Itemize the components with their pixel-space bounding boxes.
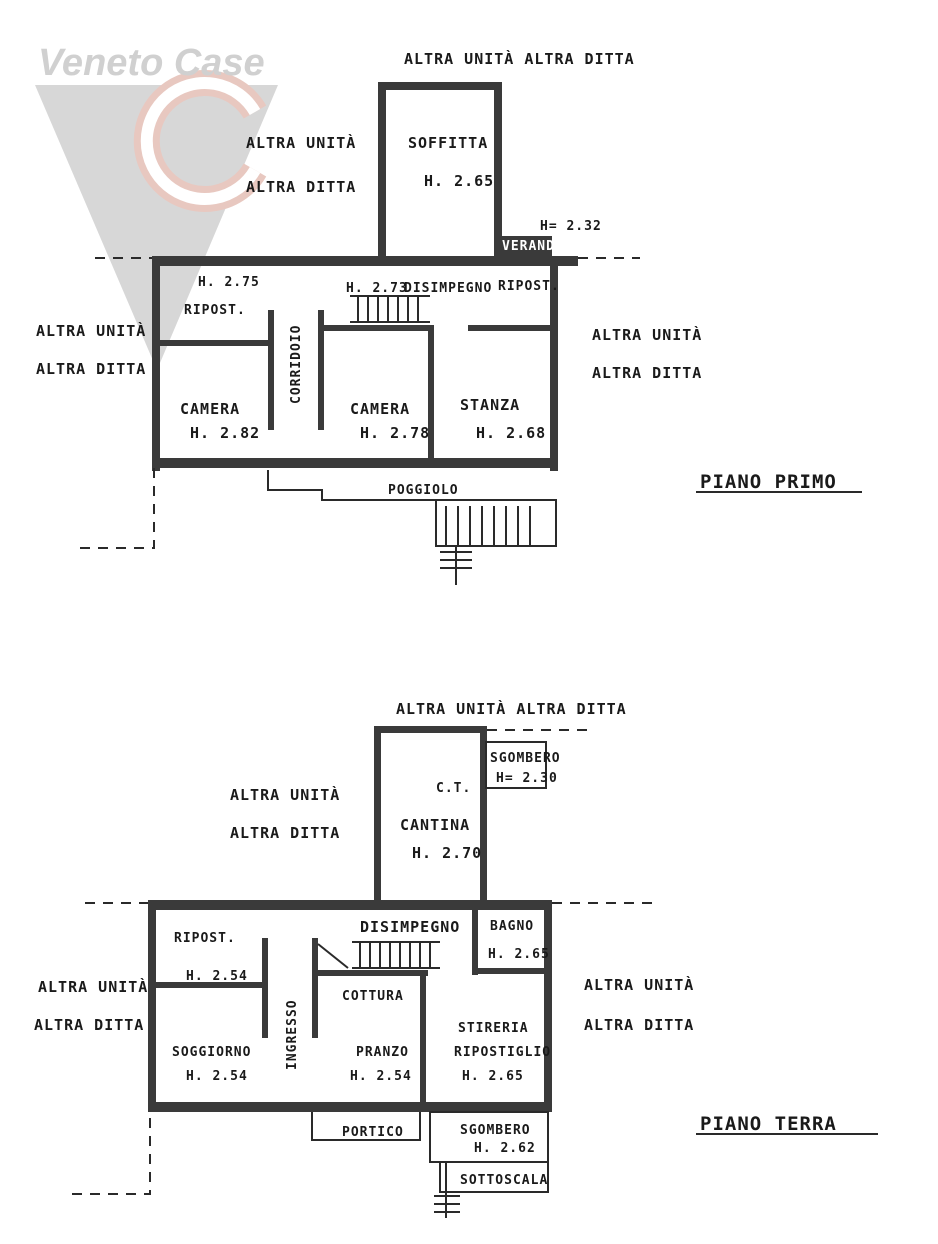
room-label-cantina: CANTINA	[400, 816, 470, 834]
primo-neighbor-upper-left-1: ALTRA UNITÀ	[246, 133, 356, 152]
terra-neighbor-upper-left-1: ALTRA UNITÀ	[230, 785, 340, 804]
piano-primo-plan	[80, 82, 862, 585]
piano-terra-labels: ALTRA UNITÀ ALTRA DITTA ALTRA UNITÀ ALTR…	[34, 699, 837, 1188]
terra-neighbor-right-2: ALTRA DITTA	[584, 1016, 694, 1034]
primo-neighbor-left-1: ALTRA UNITÀ	[36, 321, 146, 340]
room-label-pranzo: PRANZO	[356, 1045, 409, 1060]
room-label-camera-2: CAMERA	[350, 400, 410, 418]
room-label-veranda: VERANDA	[502, 239, 564, 254]
room-height-soggiorno: H. 2.54	[186, 1069, 248, 1084]
veneto-case-logo: Veneto Case	[35, 42, 278, 370]
terra-neighbor-left-1: ALTRA UNITÀ	[38, 977, 148, 996]
room-height-camera-1: H. 2.82	[190, 424, 260, 442]
room-label-sgombero-top: SGOMBERO	[490, 751, 561, 766]
room-label-stanza: STANZA	[460, 396, 520, 414]
room-height-disimpegno: H. 2.73	[346, 281, 408, 296]
primo-neighbor-right-1: ALTRA UNITÀ	[592, 325, 702, 344]
room-label-corridoio: CORRIDOIO	[289, 325, 304, 404]
room-label-disimpegno-terra: DISIMPEGNO	[360, 918, 460, 936]
room-label-sottoscala: SOTTOSCALA	[460, 1173, 548, 1188]
room-label-soggiorno: SOGGIORNO	[172, 1045, 251, 1060]
primo-neighbor-left-2: ALTRA DITTA	[36, 360, 146, 378]
floor-title-primo: PIANO PRIMO	[700, 471, 837, 493]
room-height-cantina: H. 2.70	[412, 844, 482, 862]
room-label-disimpegno: DISIMPEGNO	[404, 281, 492, 296]
room-label-sgombero-bottom: SGOMBERO	[460, 1123, 531, 1138]
piano-primo-labels: ALTRA UNITÀ ALTRA DITTA ALTRA UNITÀ ALTR…	[36, 49, 837, 498]
room-label-ripost-left: RIPOST.	[184, 303, 246, 318]
primo-neighbor-top: ALTRA UNITÀ ALTRA DITTA	[404, 49, 635, 68]
terra-neighbor-left-2: ALTRA DITTA	[34, 1016, 144, 1034]
room-label-soffitta: SOFFITTA	[408, 134, 488, 152]
room-height-ripost-terra: H. 2.54	[186, 969, 248, 984]
terra-neighbor-top: ALTRA UNITÀ ALTRA DITTA	[396, 699, 627, 718]
logo-text: Veneto Case	[38, 42, 265, 84]
terra-neighbor-upper-left-2: ALTRA DITTA	[230, 824, 340, 842]
room-label-ripost-right: RIPOST.	[498, 279, 560, 294]
terra-neighbor-right-1: ALTRA UNITÀ	[584, 975, 694, 994]
room-label-bagno: BAGNO	[490, 919, 534, 934]
room-height-ripost-left: H. 2.75	[198, 275, 260, 290]
room-label-cottura: COTTURA	[342, 989, 404, 1004]
room-height-stanza: H. 2.68	[476, 424, 546, 442]
room-label-camera-1: CAMERA	[180, 400, 240, 418]
room-label-ct: C.T.	[436, 781, 471, 796]
room-label-ripost-terra: RIPOST.	[174, 931, 236, 946]
room-height-sgombero-top: H= 2.30	[496, 771, 558, 786]
room-label-ripostiglio: RIPOSTIGLIO	[454, 1045, 551, 1060]
room-height-pranzo: H. 2.54	[350, 1069, 412, 1084]
room-height-bagno: H. 2.65	[488, 947, 550, 962]
room-height-stireria: H. 2.65	[462, 1069, 524, 1084]
room-height-veranda: H= 2.32	[540, 219, 602, 234]
room-height-camera-2: H. 2.78	[360, 424, 430, 442]
room-label-ingresso: INGRESSO	[285, 999, 300, 1070]
room-height-sgombero-bottom: H. 2.62	[474, 1141, 536, 1156]
primo-neighbor-right-2: ALTRA DITTA	[592, 364, 702, 382]
floor-title-terra: PIANO TERRA	[700, 1113, 837, 1135]
room-label-stireria: STIRERIA	[458, 1021, 529, 1036]
room-height-soffitta: H. 2.65	[424, 172, 494, 190]
room-label-poggiolo: POGGIOLO	[388, 483, 459, 498]
room-label-portico: PORTICO	[342, 1125, 404, 1140]
piano-terra-plan	[72, 726, 878, 1218]
primo-neighbor-upper-left-2: ALTRA DITTA	[246, 178, 356, 196]
